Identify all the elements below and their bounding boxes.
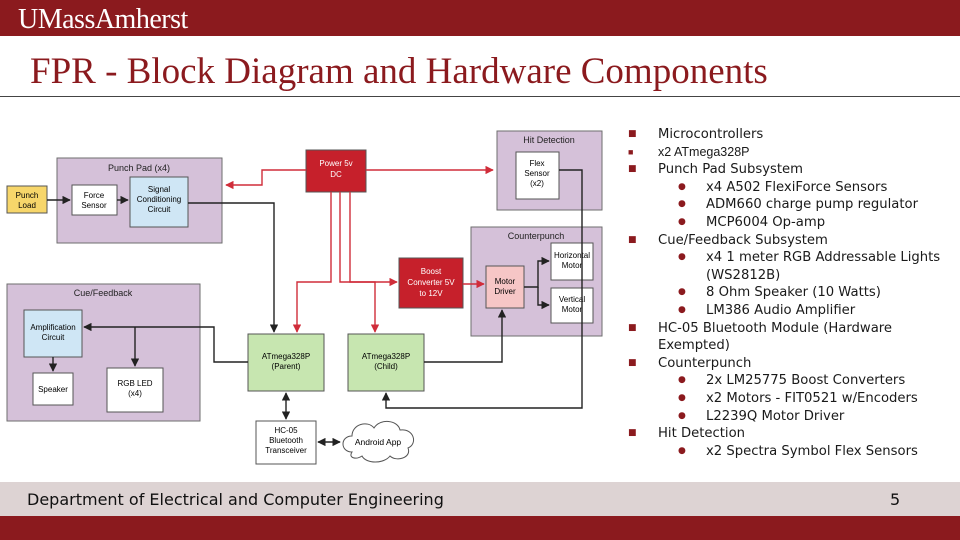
component-list: Microcontrollers x2 ATmega328P Punch Pad… [628,126,954,460]
bullet-counterpunch: Counterpunch [628,355,954,373]
bullet-hc05: HC-05 Bluetooth Module (Hardware Exempte… [628,320,954,355]
parent-mcu-block: ATmega328P(Parent) [247,333,325,392]
sub-bullet-rgb-lights: x4 1 meter RGB Addressable Lights (WS281… [628,249,954,284]
rgb-led-block: RGB LED(x4) [106,367,164,413]
page-number: 5 [890,490,901,509]
sub-bullet-flex-sensors: x2 Spectra Symbol Flex Sensors [628,443,954,461]
slide-title: FPR - Block Diagram and Hardware Compone… [30,51,768,92]
sub-bullet-adm660: ADM660 charge pump regulator [628,196,954,214]
group-cue-feedback-label: Cue/Feedback [74,288,133,298]
group-counterpunch-label: Counterpunch [508,231,565,241]
department-name: Department of Electrical and Computer En… [27,490,444,509]
bullet-cue-feedback: Cue/Feedback Subsystem [628,232,954,250]
speaker-block: Speaker [32,372,74,406]
umass-logo: UMassAmherst [18,4,188,35]
title-divider [0,96,960,97]
black-connections [47,169,583,447]
child-mcu-block: ATmega328P(Child) [347,333,425,392]
bullet-hit-detection: Hit Detection [628,425,954,443]
power-connections [225,165,494,333]
sub-bullet-lm386: LM386 Audio Amplifier [628,302,954,320]
svg-text:RGB LED(x4): RGB LED(x4) [117,379,152,398]
bullet-microcontrollers: Microcontrollers [628,126,954,144]
bottom-banner [0,516,960,540]
sub-bullet-flexiforce: x4 A502 FlexiForce Sensors [628,179,954,197]
block-diagram: Punch Pad (x4) Hit Detection Counterpunc… [6,130,603,465]
sub-bullet-speaker: 8 Ohm Speaker (10 Watts) [628,284,954,302]
svg-text:ATmega328P(Child): ATmega328P(Child) [362,352,410,371]
sub-bullet-motor-driver: L2239Q Motor Driver [628,408,954,426]
bullet-atmega: x2 ATmega328P [628,144,954,162]
group-hit-detection-label: Hit Detection [523,135,575,145]
svg-text:Speaker: Speaker [38,385,68,394]
svg-text:Android App: Android App [355,437,402,447]
svg-text:ATmega328P(Parent): ATmega328P(Parent) [262,352,310,371]
top-banner: UMassAmherst [0,0,960,36]
sub-bullet-boost: 2x LM25775 Boost Converters [628,372,954,390]
footer-bar: Department of Electrical and Computer En… [0,482,960,516]
android-app-cloud: Android App [342,421,415,463]
sub-bullet-motors: x2 Motors - FIT0521 w/Encoders [628,390,954,408]
group-punch-pad-label: Punch Pad (x4) [108,163,170,173]
sub-bullet-mcp6004: MCP6004 Op-amp [628,214,954,232]
bullet-punch-pad: Punch Pad Subsystem [628,161,954,179]
